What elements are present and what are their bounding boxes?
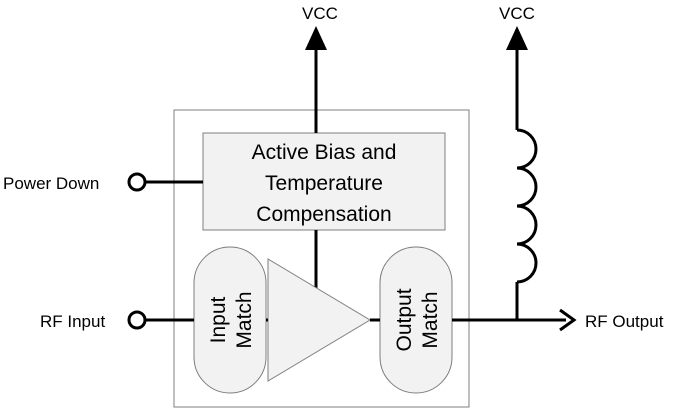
rf-output-label: RF Output — [585, 312, 664, 331]
inductor-coil — [516, 128, 538, 284]
power-down-terminal — [127, 172, 147, 192]
rf-input-terminal — [127, 310, 147, 330]
vcc-right-label: VCC — [499, 4, 535, 23]
bias-block-label-line2: Temperature — [265, 172, 383, 195]
output-match-label-line2: Match — [419, 291, 442, 348]
input-match-label-line2: Match — [233, 291, 256, 348]
input-match-label-line1: Input — [207, 296, 230, 343]
bias-block-label-line3: Compensation — [256, 203, 391, 226]
rf-input-label: RF Input — [40, 312, 105, 331]
output-match-label-line1: Output — [393, 288, 416, 351]
bias-block — [202, 132, 446, 231]
power-down-label: Power Down — [3, 174, 99, 193]
vcc-left-label: VCC — [302, 4, 338, 23]
vcc-right-arrow — [506, 26, 528, 50]
bias-block-label-line1: Active Bias and — [252, 141, 397, 164]
rf-output-arrow — [559, 308, 577, 332]
vcc-left-arrow — [305, 26, 327, 50]
